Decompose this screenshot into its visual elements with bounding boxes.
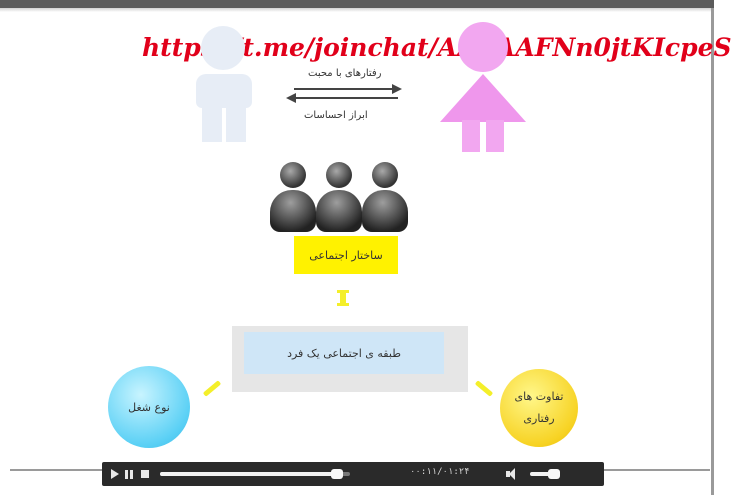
volume-slider[interactable] — [530, 469, 560, 479]
top-border-shadow — [0, 8, 714, 12]
female-figure-icon — [440, 22, 526, 152]
job-type-circle: نوع شغل — [108, 366, 190, 448]
arrow-right-icon — [392, 84, 402, 94]
affection-behaviors-label: رفتارهای با محبت — [308, 68, 382, 79]
stop-icon[interactable] — [140, 467, 150, 481]
right-border — [711, 8, 714, 495]
left-connector — [202, 380, 222, 397]
volume-handle[interactable] — [548, 469, 560, 479]
social-class-box: طبقه ی اجتماعی یک فرد — [244, 332, 444, 374]
people-group-icon — [266, 156, 410, 236]
arrow-left-icon — [286, 93, 296, 103]
play-icon[interactable] — [110, 467, 120, 481]
arrow-right-line — [294, 88, 398, 90]
top-border — [0, 0, 714, 8]
behavior-differences-circle: تفاوت های رفتاری — [500, 369, 578, 447]
seek-bar-fill — [160, 472, 337, 476]
expressing-feelings-label: ابراز احساسات — [304, 110, 368, 121]
media-player-bar: ۰۰:۱۱/۰۱:۲۴ — [102, 462, 604, 486]
right-connector — [474, 380, 494, 397]
social-structure-box: ساختار اجتماعی — [294, 236, 398, 274]
playback-time: ۰۰:۱۱/۰۱:۲۴ — [410, 467, 470, 477]
seek-handle[interactable] — [331, 469, 343, 479]
male-figure-icon — [192, 26, 256, 144]
seek-bar[interactable] — [160, 469, 350, 479]
volume-icon[interactable] — [506, 467, 520, 481]
vertical-connector — [337, 290, 349, 306]
pause-icon[interactable] — [124, 467, 134, 481]
arrow-left-line — [294, 97, 398, 99]
